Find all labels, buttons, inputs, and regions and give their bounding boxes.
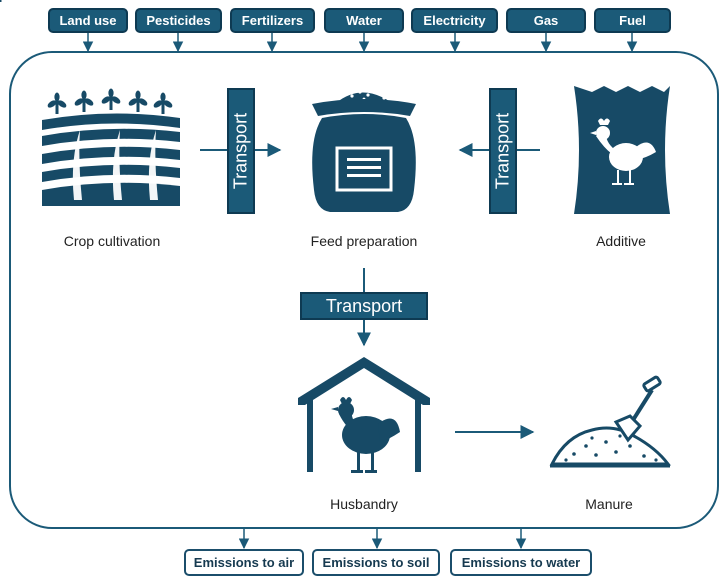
label-feed-preparation: Feed preparation	[310, 233, 418, 249]
label-husbandry: Husbandry	[330, 496, 398, 512]
input-water: Water	[324, 8, 404, 33]
transport-crop-feed: Transport	[227, 88, 255, 214]
feed-sack-icon	[312, 90, 416, 212]
output-arrows	[238, 528, 527, 550]
chicken-coop-icon	[298, 357, 430, 473]
label-additive: Additive	[596, 233, 646, 249]
transport-label: Transport	[492, 112, 513, 190]
transport-feed-husbandry: Transport	[300, 292, 428, 320]
output-emissions-water: Emissions to water	[450, 549, 592, 576]
transport-label: Transport	[325, 295, 403, 316]
input-fertilizers: Fertilizers	[230, 8, 315, 33]
output-emissions-soil: Emissions to soil	[312, 549, 440, 576]
label-manure: Manure	[585, 496, 633, 512]
output-emissions-air: Emissions to air	[184, 549, 304, 576]
input-pesticides: Pesticides	[135, 8, 222, 33]
input-electricity: Electricity	[411, 8, 498, 33]
input-gas: Gas	[506, 8, 586, 33]
transport-additive-feed: Transport	[489, 88, 517, 214]
crop-field-icon	[0, 0, 180, 206]
input-arrows	[82, 33, 638, 53]
input-fuel: Fuel	[594, 8, 671, 33]
transport-label: Transport	[230, 112, 251, 190]
manure-shovel-icon	[549, 375, 672, 468]
chicken-feed-bag-icon	[574, 86, 670, 214]
input-land-use: Land use	[48, 8, 128, 33]
label-crop-cultivation: Crop cultivation	[63, 233, 161, 249]
